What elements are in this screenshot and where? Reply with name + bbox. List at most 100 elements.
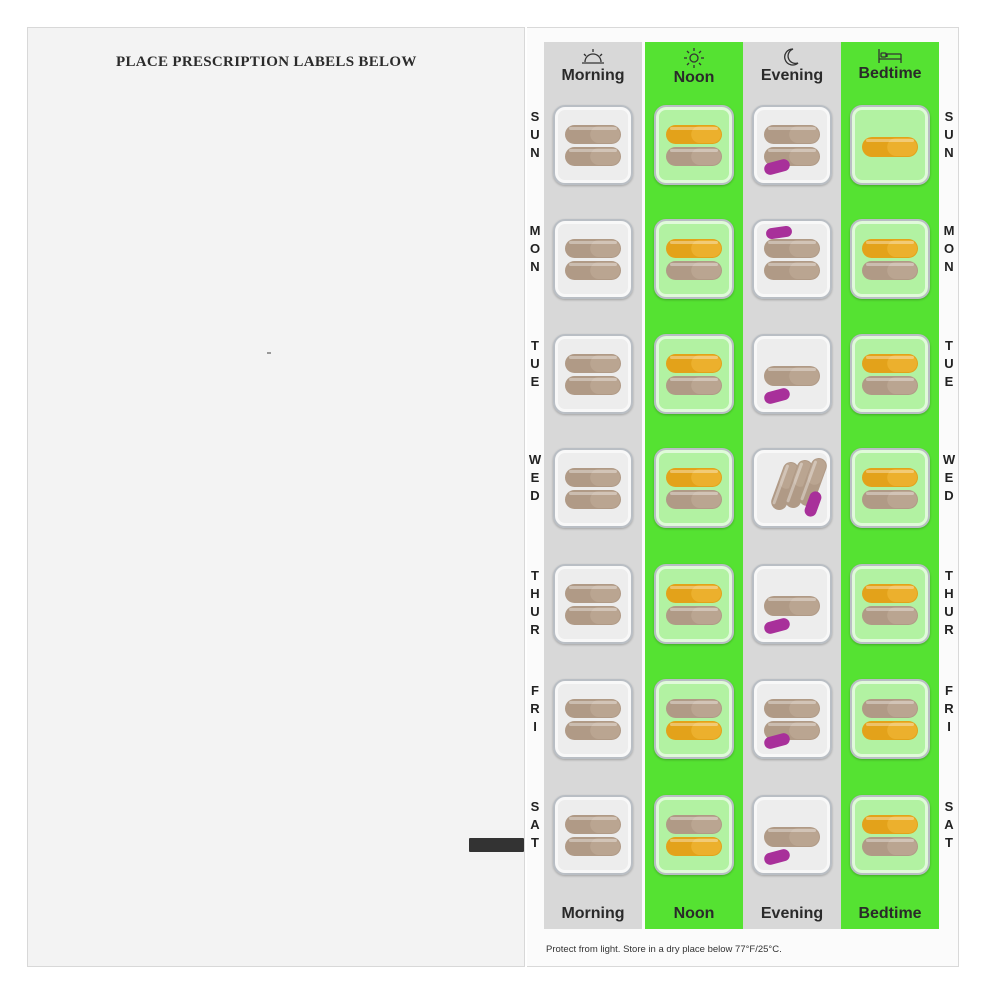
blister-thur-noon[interactable] xyxy=(654,564,734,644)
blister-fri-morning[interactable] xyxy=(553,679,633,759)
column-label: Bedtime xyxy=(858,65,922,82)
prescription-label-panel: PLACE PRESCRIPTION LABELS BELOW xyxy=(27,27,525,967)
blister-contents xyxy=(764,366,820,404)
blister-sat-noon[interactable] xyxy=(654,795,734,875)
blister-wed-morning[interactable] xyxy=(553,448,633,528)
blister-tue-morning[interactable] xyxy=(553,334,633,414)
blister-contents xyxy=(565,699,621,740)
moon-icon xyxy=(784,48,799,66)
tan-capsule xyxy=(764,596,820,616)
tan-capsule xyxy=(862,261,918,280)
blister-contents xyxy=(666,815,722,856)
mark xyxy=(267,352,271,354)
tab-slot xyxy=(469,838,524,852)
blister-mon-morning[interactable] xyxy=(553,219,633,299)
blister-wed-noon[interactable] xyxy=(654,448,734,528)
blister-sun-evening[interactable] xyxy=(752,105,832,185)
purple-tablet xyxy=(764,159,790,175)
orange-capsule xyxy=(666,354,722,373)
blister-contents xyxy=(666,125,722,166)
bed-icon xyxy=(878,49,902,63)
orange-capsule xyxy=(666,584,722,603)
blister-mon-noon[interactable] xyxy=(654,219,734,299)
blister-contents xyxy=(666,239,722,280)
blister-contents xyxy=(565,815,621,856)
blister-mon-bedtime[interactable] xyxy=(850,219,930,299)
storage-note: Protect from light. Store in a dry place… xyxy=(546,944,782,955)
tan-capsule xyxy=(862,699,918,718)
column-label: Noon xyxy=(673,69,715,86)
orange-capsule xyxy=(862,815,918,834)
blister-contents xyxy=(862,584,918,625)
blister-thur-bedtime[interactable] xyxy=(850,564,930,644)
blister-tue-evening[interactable] xyxy=(752,334,832,414)
blister-contents xyxy=(565,125,621,166)
tan-capsule xyxy=(565,490,621,509)
blister-fri-evening[interactable] xyxy=(752,679,832,759)
blister-fri-noon[interactable] xyxy=(654,679,734,759)
blister-sun-morning[interactable] xyxy=(553,105,633,185)
blister-contents xyxy=(771,458,827,517)
blister-tue-noon[interactable] xyxy=(654,334,734,414)
tan-capsule xyxy=(764,239,820,258)
blister-contents xyxy=(862,354,918,395)
blister-tue-bedtime[interactable] xyxy=(850,334,930,414)
column-header: Noon xyxy=(645,42,743,102)
blister-contents xyxy=(764,827,820,865)
tan-capsule xyxy=(799,458,827,506)
tan-capsule xyxy=(565,606,621,625)
blister-sat-morning[interactable] xyxy=(553,795,633,875)
blister-sun-noon[interactable] xyxy=(654,105,734,185)
tan-capsule xyxy=(862,376,918,395)
tan-capsule xyxy=(666,815,722,834)
blister-contents xyxy=(764,225,820,280)
blister-contents xyxy=(764,596,820,634)
tan-capsule xyxy=(666,147,722,166)
column-footer: Noon xyxy=(673,905,715,922)
blister-wed-bedtime[interactable] xyxy=(850,448,930,528)
orange-capsule xyxy=(862,468,918,487)
orange-capsule xyxy=(666,837,722,856)
blister-contents xyxy=(565,468,621,509)
blister-fri-bedtime[interactable] xyxy=(850,679,930,759)
tan-capsule xyxy=(565,261,621,280)
blister-contents xyxy=(764,125,820,175)
blister-wed-evening[interactable] xyxy=(752,448,832,528)
blister-contents xyxy=(565,354,621,395)
tan-capsule xyxy=(565,837,621,856)
blister-sat-bedtime[interactable] xyxy=(850,795,930,875)
blister-thur-evening[interactable] xyxy=(752,564,832,644)
blister-mon-evening[interactable] xyxy=(752,219,832,299)
tan-capsule xyxy=(565,125,621,144)
tan-capsule xyxy=(565,699,621,718)
blister-thur-morning[interactable] xyxy=(553,564,633,644)
orange-capsule xyxy=(666,239,722,258)
blister-contents xyxy=(764,699,820,749)
tan-capsule xyxy=(764,366,820,386)
tan-capsule xyxy=(565,468,621,487)
tan-capsule xyxy=(862,490,918,509)
blister-contents xyxy=(666,468,722,509)
orange-capsule xyxy=(862,584,918,603)
tan-capsule xyxy=(565,721,621,740)
column-label: Evening xyxy=(760,67,824,84)
blister-sun-bedtime[interactable] xyxy=(850,105,930,185)
blister-contents xyxy=(666,584,722,625)
tan-capsule xyxy=(764,699,820,718)
blister-contents xyxy=(862,468,918,509)
tan-capsule xyxy=(565,815,621,834)
blister-sat-evening[interactable] xyxy=(752,795,832,875)
tan-capsule xyxy=(565,376,621,395)
purple-tablet xyxy=(764,849,790,865)
tan-capsule xyxy=(764,125,820,144)
tan-capsule xyxy=(666,699,722,718)
column-footer: Morning xyxy=(561,905,625,922)
